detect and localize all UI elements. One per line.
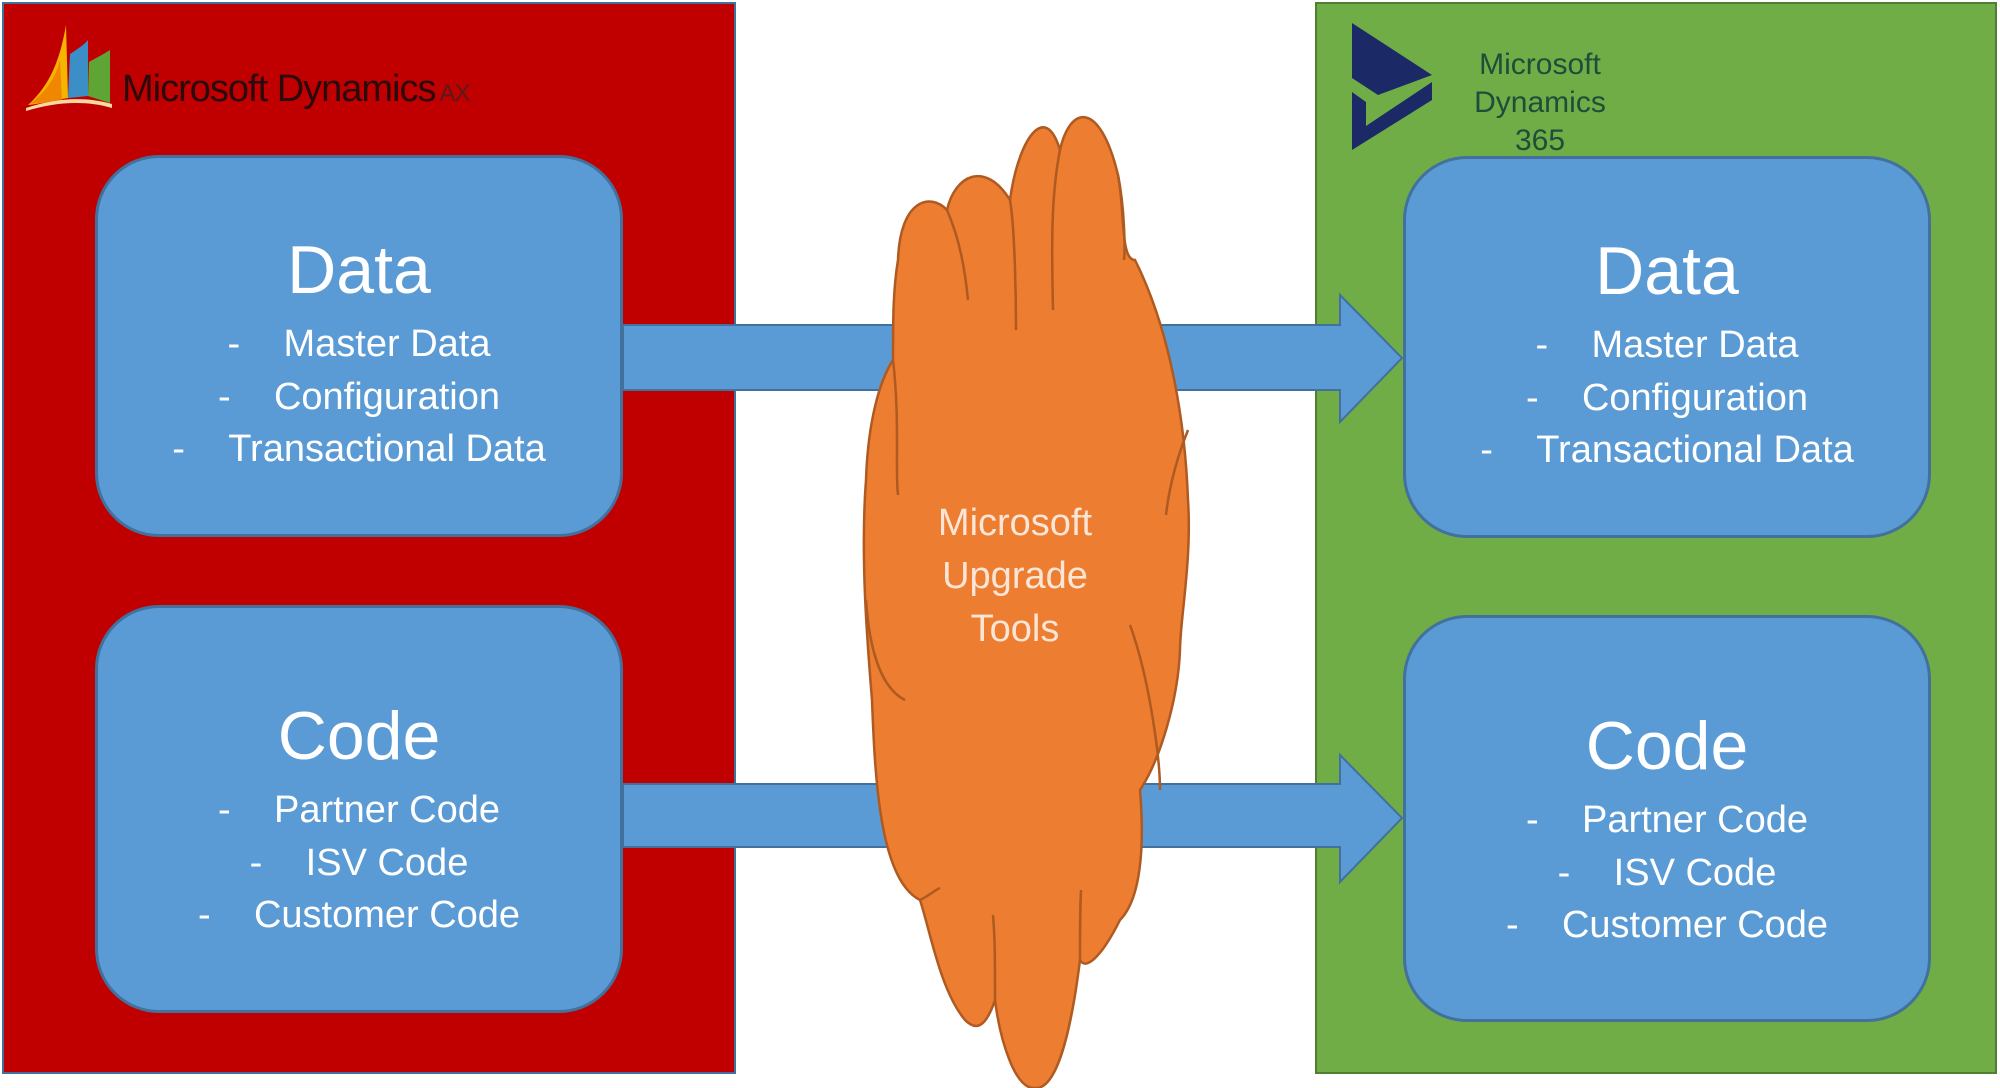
target-code-title: Code — [1585, 708, 1749, 784]
list-item: -Transactional Data — [1480, 429, 1854, 471]
upgrade-tools-line: Upgrade — [942, 555, 1088, 597]
target-code-list: -Partner Code -ISV Code -Customer Code — [1406, 794, 1928, 952]
list-item: -Customer Code — [1505, 904, 1829, 946]
source-code-list: -Partner Code -ISV Code -Customer Code — [98, 784, 620, 942]
list-item: -ISV Code — [249, 841, 469, 884]
dynamics-365-brand-line1: Microsoft — [1479, 48, 1601, 81]
list-item: -Configuration — [1525, 376, 1809, 419]
source-data-title: Data — [287, 232, 431, 308]
source-code-box: Code -Partner Code -ISV Code -Customer C… — [95, 605, 623, 1013]
target-data-box: Data -Master Data -Configuration -Transa… — [1403, 156, 1931, 538]
target-data-list: -Master Data -Configuration -Transaction… — [1406, 319, 1928, 477]
list-item: -Master Data — [1535, 324, 1799, 366]
dynamics-ax-brand-name: Microsoft Dynamics — [122, 68, 436, 110]
upgrade-tools-line: Microsoft — [937, 502, 1093, 544]
list-item: -Master Data — [227, 323, 491, 365]
upgrade-tools-label: Microsoft Upgrade Tools — [905, 497, 1125, 656]
list-item: -Transactional Data — [172, 428, 546, 470]
upgrade-tools-line: Tools — [970, 608, 1060, 650]
dynamics-365-logo-icon — [1352, 23, 1432, 150]
list-item: -Partner Code — [217, 789, 500, 831]
dynamics-365-brand: Microsoft Dynamics 365 — [1445, 46, 1635, 160]
dynamics-ax-brand-suffix: AX — [439, 80, 471, 107]
target-data-title: Data — [1595, 233, 1739, 309]
dynamics-ax-logo-icon — [26, 25, 112, 111]
target-code-box: Code -Partner Code -ISV Code -Customer C… — [1403, 615, 1931, 1022]
list-item: -Configuration — [217, 375, 501, 418]
source-code-title: Code — [277, 698, 441, 774]
list-item: -Customer Code — [197, 894, 521, 936]
list-item: -ISV Code — [1557, 851, 1777, 894]
dynamics-365-brand-line2: Dynamics 365 — [1474, 86, 1606, 157]
list-item: -Partner Code — [1525, 799, 1808, 841]
source-data-box: Data -Master Data -Configuration -Transa… — [95, 155, 623, 537]
upgrade-tools-cloud — [862, 115, 1191, 1088]
source-data-list: -Master Data -Configuration -Transaction… — [98, 318, 620, 476]
